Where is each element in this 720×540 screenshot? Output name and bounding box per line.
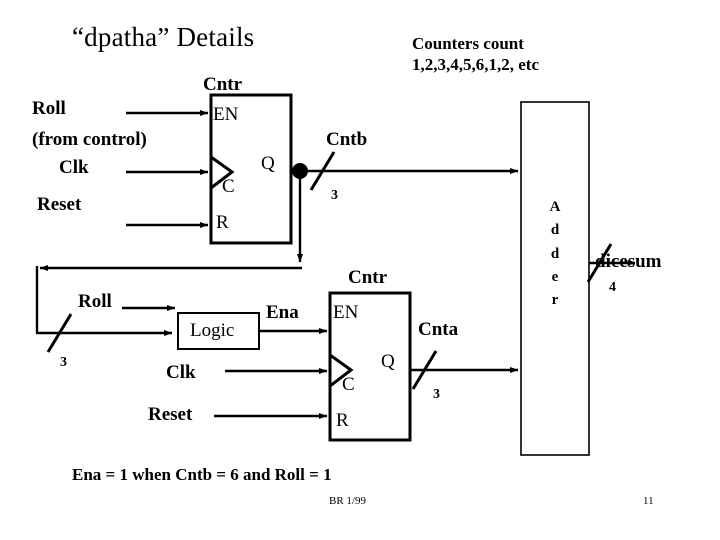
- bus-slash-feedback: [46, 313, 73, 353]
- counter-bottom-input-clk-label: Clk: [166, 362, 196, 383]
- counter-top-input-reset-label: Reset: [37, 194, 82, 215]
- signal-cntb-label: Cntb: [326, 129, 368, 150]
- counter-top-input-clk-label: Clk: [59, 157, 89, 178]
- adder-letter: A: [549, 199, 561, 215]
- slide-caption: Ena = 1 when Cntb = 6 and Roll = 1: [72, 465, 332, 484]
- counter-bottom-pin-en: EN: [333, 302, 359, 323]
- counter-bottom-input-roll-label: Roll: [78, 291, 112, 312]
- page-title: “dpatha” Details: [72, 22, 255, 52]
- adder-letter: r: [551, 292, 559, 308]
- counters-note: Counters count 1,2,3,4,5,6,1,2, etc: [412, 34, 540, 75]
- signal-cntb-width: 3: [331, 188, 338, 203]
- signal-cnta-width: 3: [433, 387, 440, 402]
- counter-bottom-pin-r: R: [336, 410, 349, 431]
- adder-letter: d: [550, 245, 560, 262]
- counter-top-input-roll-label: Roll: [32, 98, 66, 119]
- counter-bottom-title: Cntr: [348, 267, 388, 288]
- signal-ena-label: Ena: [266, 302, 299, 323]
- bus-slash-cnta: [411, 350, 438, 390]
- counter-bottom-input-reset-label: Reset: [148, 404, 193, 425]
- junction-dot-cntb: [292, 163, 308, 179]
- adder-letter: e: [551, 268, 559, 285]
- signal-dicesum-label: dicesum: [595, 251, 662, 272]
- bus-slash-cntb: [309, 151, 336, 191]
- counter-top-pin-en: EN: [213, 104, 239, 125]
- signal-dicesum-width: 4: [609, 280, 616, 295]
- feedback-width-label: 3: [60, 355, 67, 370]
- signal-cnta-label: Cnta: [418, 319, 459, 340]
- counter-bottom-pin-c: C: [342, 374, 355, 395]
- counter-top-pin-r: R: [216, 212, 229, 233]
- footer-attribution: BR 1/99: [329, 495, 366, 507]
- logic-block-label: Logic: [190, 320, 235, 341]
- counter-top-pin-q: Q: [261, 153, 275, 174]
- footer-page-number: 11: [643, 495, 654, 507]
- counter-bottom-pin-q: Q: [381, 351, 395, 372]
- adder-letter: d: [550, 222, 560, 239]
- adder-block-letters: A d d e r: [521, 196, 589, 312]
- counter-top-pin-c: C: [222, 176, 235, 197]
- counter-top-title: Cntr: [203, 74, 243, 95]
- counter-top-input-roll-sublabel: (from control): [32, 129, 147, 150]
